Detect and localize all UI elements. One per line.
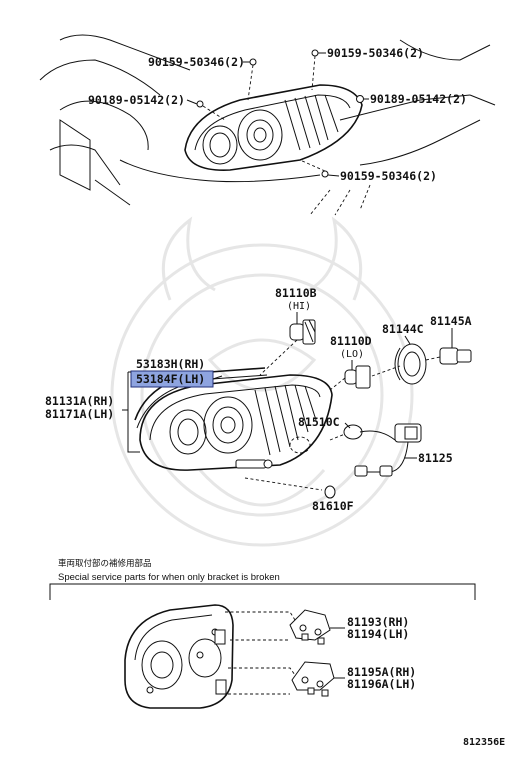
part-81610f-label: 81610F xyxy=(312,499,354,513)
part-81194-label: 81194(LH) xyxy=(347,627,409,641)
car-front-illustration xyxy=(39,34,496,216)
screw-label-top-left: 90159-50346(2) xyxy=(148,55,245,69)
part-81131a-label: 81131A(RH) xyxy=(45,394,114,408)
bracket-section: 車両取付部の補修用部品 Special service parts for wh… xyxy=(49,558,476,709)
part-81145a-label: 81145A xyxy=(430,314,472,328)
clip-label-right: 90189-05142(2) xyxy=(370,92,467,106)
part-53184f-label: 53184F(LH) xyxy=(136,372,205,386)
part-81110d-label: 81110D xyxy=(330,334,372,348)
part-81144c-label: 81144C xyxy=(382,322,424,336)
watermark-logo xyxy=(110,216,414,547)
diagram-id: 812356E xyxy=(463,737,505,748)
exploded-callouts: 81110B (HI) 81110D (LO) 81144C 81145A 53… xyxy=(45,286,472,513)
part-81195a-label: 81195A(RH) xyxy=(347,665,416,679)
part-81171a-label: 81171A(LH) xyxy=(45,407,114,421)
bracket-section-title-jp: 車両取付部の補修用部品 xyxy=(58,558,152,569)
bracket-section-title-en: Special service parts for when only brac… xyxy=(58,572,280,583)
screw-label-top-right: 90159-50346(2) xyxy=(327,46,424,60)
screw-label-bottom: 90159-50346(2) xyxy=(340,169,437,183)
part-81110b-label: 81110B xyxy=(275,286,317,300)
headlamp-exploded-view xyxy=(134,319,472,499)
top-callouts: 90159-50346(2) 90159-50346(2) 90189-0514… xyxy=(88,46,467,183)
part-81510c-label: 81510C xyxy=(298,415,340,429)
part-53183h-label: 53183H(RH) xyxy=(136,357,205,371)
part-81193-label: 81193(RH) xyxy=(347,615,409,629)
part-81125-label: 81125 xyxy=(418,451,453,465)
clip-label-left: 90189-05142(2) xyxy=(88,93,185,107)
part-81110d-note: (LO) xyxy=(340,349,364,360)
part-81196a-label: 81196A(LH) xyxy=(347,677,416,691)
part-81110b-note: (HI) xyxy=(287,301,311,312)
